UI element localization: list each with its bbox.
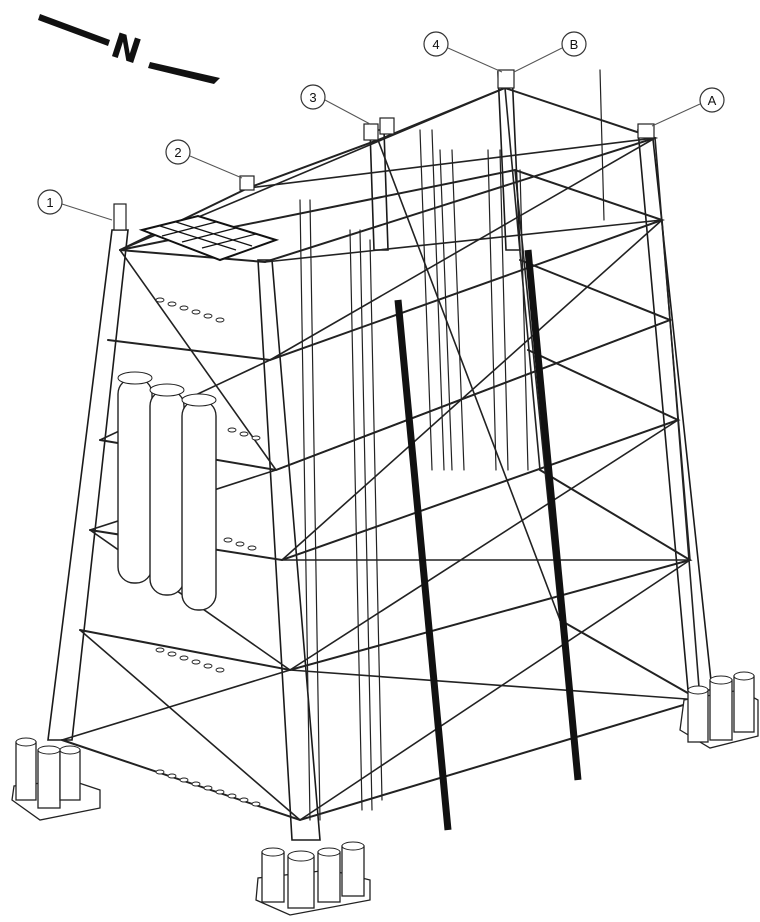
leg-A-tube	[637, 129, 713, 691]
callout-1-label: 1	[46, 195, 53, 210]
conductor-guide-clusters	[155, 297, 261, 807]
callout-4-label: 4	[432, 37, 439, 52]
pile-cluster-left	[11, 737, 101, 821]
callout-A-label: A	[708, 93, 717, 108]
callout-2-label: 2	[174, 145, 181, 160]
pile-cluster-right	[679, 671, 759, 749]
dark-guide-rails	[394, 249, 582, 831]
callout-A: A	[651, 87, 725, 127]
leg-2-tube	[257, 259, 321, 841]
leg-1-tube	[47, 229, 129, 741]
callout-2: 2	[165, 139, 243, 179]
pile-cluster-front	[255, 841, 371, 916]
callout-4: 4	[423, 31, 503, 73]
callout-3: 3	[300, 84, 371, 125]
grated-deck	[138, 214, 280, 262]
leg-top-caps	[113, 69, 655, 231]
north-arrow-icon: N	[38, 14, 220, 84]
conductor-tubes	[299, 69, 605, 821]
callout-B-label: B	[570, 37, 579, 52]
callout-3-label: 3	[309, 90, 316, 105]
vertical-tanks	[117, 371, 217, 611]
callout-B: B	[513, 31, 587, 73]
north-arrow-label: N	[106, 26, 145, 73]
callout-1: 1	[37, 189, 113, 221]
leg-3-tube	[369, 129, 389, 251]
